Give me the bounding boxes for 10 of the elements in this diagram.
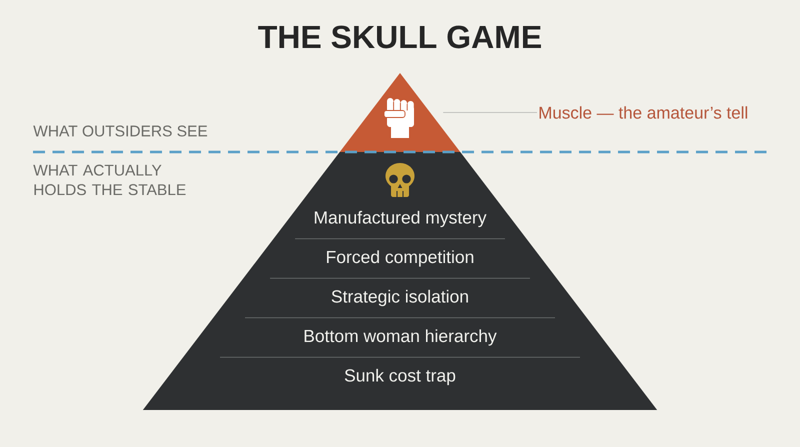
layer-label: Sunk cost trap xyxy=(344,368,456,386)
layer-label: Strategic isolation xyxy=(332,290,468,306)
layer-label: Bottom woman hierarchy xyxy=(304,329,497,346)
section-label: WHAT ACTUALLY HOLDS THE STABLE xyxy=(33,164,186,196)
leader-line xyxy=(443,112,537,114)
title: THE SKULL GAME xyxy=(258,26,541,48)
callout-label: Muscle — the amateur’s tell xyxy=(540,106,748,119)
layer-label: Forced competition xyxy=(327,250,474,267)
layer-label: Manufactured mystery xyxy=(314,210,486,228)
section-label: WHAT OUTSIDERS SEE xyxy=(33,126,208,136)
